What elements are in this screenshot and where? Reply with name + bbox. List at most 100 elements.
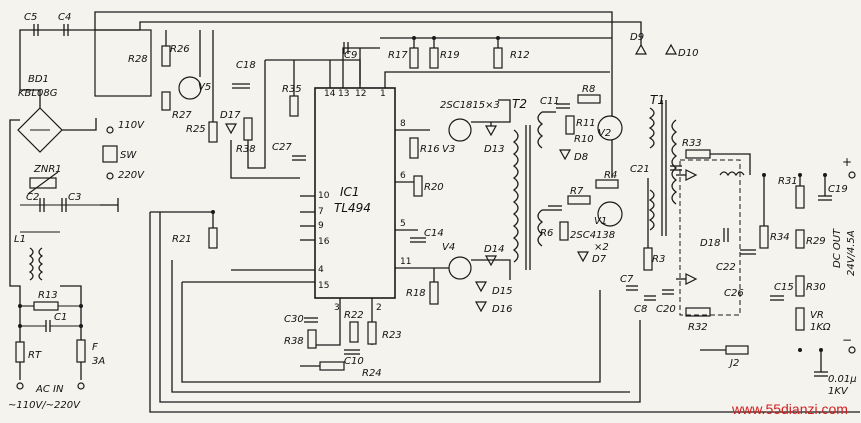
- label-f: F: [92, 342, 98, 353]
- label-c11: C11: [540, 96, 560, 107]
- transistor-v4: [448, 256, 472, 280]
- ac-terminal-2[interactable]: [77, 382, 85, 390]
- pin-10: 10: [318, 191, 330, 201]
- label-ic1: IC1: [340, 185, 360, 199]
- label-c1: C1: [54, 312, 67, 323]
- wire-top-loop-2: [139, 21, 618, 30]
- label-bd1: BD1: [28, 74, 49, 85]
- resistor-r33: [685, 149, 711, 159]
- wire-ac-left-up: [9, 119, 21, 342]
- resistor-r17: [409, 47, 419, 69]
- output-terminal-plus[interactable]: [848, 171, 856, 179]
- label-c5: C5: [24, 12, 37, 23]
- transformer-t1-pri2: [648, 189, 655, 231]
- switch-contact-110[interactable]: [106, 126, 114, 134]
- transformer-t1-sec: [671, 119, 678, 205]
- label-c7: C7: [620, 274, 634, 285]
- label-d13: D13: [484, 144, 504, 155]
- label-vr-val: 1KΩ: [810, 322, 831, 333]
- junction: [79, 304, 83, 308]
- wire-top-loop: [94, 11, 613, 178]
- pin-15: 15: [318, 281, 329, 291]
- label-d10: D10: [678, 48, 698, 59]
- pin-8: 8: [400, 119, 406, 129]
- label-ac-range: ~110V/~220V: [8, 400, 81, 411]
- label-v3: V3: [442, 144, 455, 155]
- label-r7: R7: [570, 186, 584, 197]
- resistor-r3: [643, 247, 653, 271]
- diode-d17: [224, 123, 238, 135]
- pin-14: 14: [324, 89, 336, 99]
- resistor-r23: [367, 321, 377, 345]
- thermistor-rt: [15, 341, 25, 363]
- potentiometer-vr[interactable]: [795, 307, 805, 331]
- label-r34: R34: [770, 232, 790, 243]
- label-tr-type1: 2SC1815×3: [440, 100, 500, 111]
- label-r16: R16: [420, 144, 440, 155]
- junction: [496, 36, 500, 40]
- diode-d9: [634, 43, 648, 55]
- inductor-output: [719, 171, 745, 177]
- label-tl494: TL494: [334, 201, 371, 215]
- resistor-r11: [565, 115, 575, 135]
- wire-bottom-loop-4: [181, 282, 601, 383]
- label-d7: D7: [592, 254, 607, 265]
- junction: [798, 348, 802, 352]
- pin-7: 7: [318, 207, 324, 217]
- label-r17: R17: [388, 50, 408, 61]
- label-r33: R33: [682, 138, 702, 149]
- label-c22: C22: [716, 262, 736, 273]
- label-rt: RT: [28, 350, 42, 361]
- junction: [18, 304, 22, 308]
- junction: [798, 173, 802, 177]
- switch-contact-220[interactable]: [106, 172, 114, 180]
- wire-d18-rail: [710, 153, 751, 175]
- resistor-r6: [559, 221, 569, 241]
- output-terminal-minus[interactable]: [848, 346, 856, 354]
- jumper-j2: [725, 345, 749, 355]
- transistor-v3: [448, 118, 472, 142]
- wire-top-ic: [265, 59, 361, 85]
- resistor-r28-box: [94, 29, 152, 97]
- label-v5: V5: [198, 82, 211, 93]
- label-t1: T1: [650, 93, 665, 107]
- diode-d18a: [685, 169, 698, 181]
- varistor-slash: [27, 171, 59, 195]
- label-r10: R10: [574, 134, 594, 145]
- diode-d13: [484, 125, 498, 137]
- switch-sw[interactable]: [102, 145, 118, 163]
- label-c4: C4: [58, 12, 71, 23]
- resistor-r32: [685, 307, 711, 317]
- resistor-r13: [33, 301, 59, 311]
- label-c26: C26: [724, 288, 744, 299]
- label-r26: R26: [170, 44, 190, 55]
- ac-terminal-1[interactable]: [16, 382, 24, 390]
- label-ac-in: AC IN: [35, 384, 64, 395]
- label-c9: C9: [344, 50, 357, 61]
- label-r19: R19: [440, 50, 460, 61]
- label-r35: R35: [282, 84, 302, 95]
- label-v110: 110V: [118, 120, 145, 131]
- label-cap-val: 0.01μ: [828, 374, 857, 385]
- label-c14: C14: [424, 228, 444, 239]
- resistor-r21: [208, 227, 218, 249]
- wire-pin13: [342, 47, 380, 88]
- resistor-r26: [161, 45, 171, 67]
- wire-bottom-loop-3: [171, 260, 630, 393]
- label-r11: R11: [576, 118, 596, 129]
- label-c3: C3: [68, 192, 81, 203]
- resistor-r27: [161, 91, 171, 111]
- label-r31: R31: [778, 176, 798, 187]
- label-dc-out: DC OUT: [832, 228, 843, 268]
- junction: [79, 324, 83, 328]
- resistor-r34: [759, 225, 769, 249]
- label-d16: D16: [492, 304, 512, 315]
- junction: [432, 36, 436, 40]
- label-c19: C19: [828, 184, 848, 195]
- label-v220: 220V: [118, 170, 145, 181]
- label-r30: R30: [806, 282, 826, 293]
- label-c27: C27: [272, 142, 292, 153]
- label-r21: R21: [172, 234, 192, 245]
- wire-bottom-loop-2: [159, 212, 641, 403]
